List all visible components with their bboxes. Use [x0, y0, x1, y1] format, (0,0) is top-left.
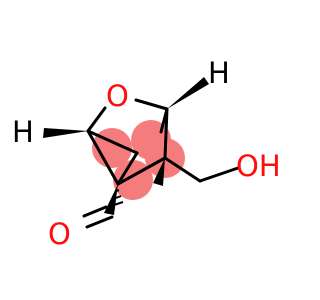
bond-c-ch2: [163, 156, 202, 183]
atom-label-ring-oxygen: O: [106, 79, 129, 113]
bond-c-left-c-top: [86, 129, 139, 155]
bond-c-right-c-bottom-right: [163, 107, 169, 160]
hash-3: [113, 201, 124, 206]
bonds: [82, 98, 240, 229]
atom-label-bridgehead-h-left: H: [12, 115, 34, 149]
atom-label-bridgehead-h-right: H: [208, 56, 230, 90]
bond-ch2-oh: [198, 166, 240, 183]
bond-o-c-left: [86, 106, 107, 133]
hash-1: [116, 189, 120, 192]
wedge-c-cho: [104, 184, 118, 215]
molecule-canvas: O OH O H H: [12, 56, 281, 251]
bond-c-bottom-right-c-bottom-left: [116, 156, 167, 186]
atom-label-hydroxyl: OH: [236, 149, 281, 183]
wedge-bonds: [43, 77, 209, 215]
wedge-c-ch2: [153, 158, 165, 186]
bond-c-top-c-bottom-left: [116, 151, 139, 186]
bond-cho-double-2: [85, 215, 114, 229]
atom-label-carbonyl-oxygen: O: [48, 217, 71, 251]
bond-o-c-right: [134, 98, 169, 111]
bond-c-left-c-bottom-left: [86, 129, 120, 186]
wedge-h-left: [43, 128, 88, 138]
wedge-h-right: [167, 77, 209, 109]
hashed-wedge-bond: [113, 189, 124, 206]
bond-cho-double-1: [82, 205, 108, 218]
hash-2: [115, 195, 122, 199]
molecule-structure: O OH O H H: [12, 56, 281, 251]
